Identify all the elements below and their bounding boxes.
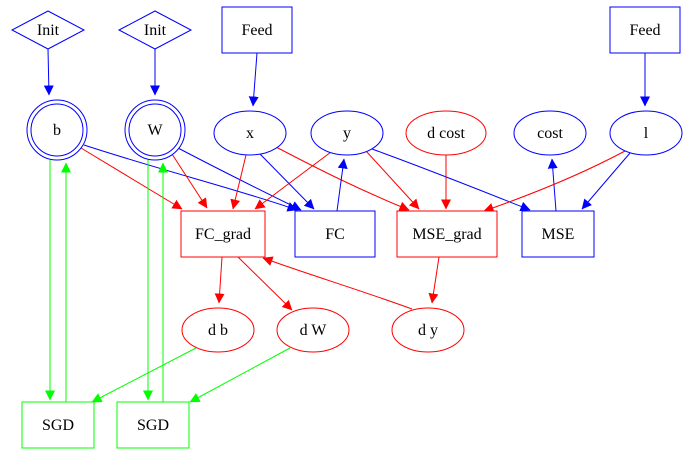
node-sgd_w[interactable]: SGD (116, 401, 190, 449)
node-dW[interactable]: d W (276, 307, 350, 353)
node-mse_grad[interactable]: MSE_grad (396, 210, 498, 258)
node-b-inner-circle (30, 103, 84, 157)
node-feed_l[interactable]: Feed (609, 6, 681, 54)
node-feed_l-box (609, 6, 681, 54)
edge-dy-to-fc_grad (262, 256, 413, 310)
node-fc[interactable]: FC (294, 210, 376, 258)
node-y[interactable]: y (310, 110, 384, 156)
edge-b-to-fc_grad (80, 147, 183, 210)
node-feed_x-box (221, 6, 293, 54)
node-x-ellipse (213, 110, 287, 156)
node-W-inner-circle (128, 103, 182, 157)
node-l-label: l (644, 125, 649, 142)
node-W-label: W (147, 122, 163, 139)
edge-fc-to-y (336, 158, 348, 212)
edge-y-to-mse (371, 148, 531, 212)
node-l-ellipse (609, 110, 683, 156)
node-fc_grad[interactable]: FC_grad (180, 210, 266, 258)
node-cost[interactable]: cost (513, 110, 587, 156)
edge-x-to-fc (259, 153, 315, 210)
node-db-label: d b (208, 322, 228, 339)
node-fc-box (294, 210, 376, 258)
node-b[interactable]: b (26, 99, 88, 161)
edge-x-to-mse_grad (275, 146, 410, 212)
node-cost-ellipse (513, 110, 587, 156)
node-feed_l-label: Feed (629, 22, 660, 39)
edge-l-to-mse (581, 152, 631, 210)
node-init_w[interactable]: Init (117, 10, 193, 50)
node-dW-label: d W (300, 322, 328, 339)
edge-dW-to-sgd_w (189, 347, 291, 403)
edge-mse-to-cost (547, 158, 558, 212)
edge-l-to-mse_grad (483, 150, 626, 213)
node-W[interactable]: W (124, 99, 186, 161)
node-dy[interactable]: d y (391, 307, 465, 353)
node-init_w-diamond (117, 10, 193, 50)
node-sgd_w-box (116, 401, 190, 449)
node-mse-label: MSE (542, 226, 575, 243)
edge-W-to-fc_grad (171, 153, 208, 209)
edge-x-to-fc_grad (230, 154, 247, 210)
node-fc_grad-label: FC_grad (195, 226, 251, 243)
node-sgd_w-label: SGD (137, 417, 169, 434)
edge-fc_grad-to-db (214, 256, 225, 304)
node-dcost-ellipse (405, 110, 487, 156)
node-sgd_b-box (21, 401, 95, 449)
edge-db-to-sgd_b (91, 347, 197, 403)
edge-feed_x-to-x (248, 52, 259, 107)
node-dy-label: d y (418, 322, 438, 339)
node-db-ellipse (181, 307, 255, 353)
node-sgd_b[interactable]: SGD (21, 401, 95, 449)
node-cost-label: cost (537, 125, 563, 142)
node-sgd_b-label: SGD (42, 417, 74, 434)
node-init_b-diamond (10, 10, 86, 50)
node-db[interactable]: d b (181, 307, 255, 353)
node-mse-box (521, 210, 595, 258)
node-init_w-label: Init (144, 22, 167, 39)
node-feed_x[interactable]: Feed (221, 6, 293, 54)
node-fc_grad-box (180, 210, 266, 258)
node-mse_grad-label: MSE_grad (412, 226, 481, 243)
edge-fc_grad-to-dW (237, 256, 293, 311)
node-l[interactable]: l (609, 110, 683, 156)
edges-layer (43, 48, 650, 403)
node-y-label: y (343, 125, 351, 142)
edge-y-to-mse_grad (365, 150, 420, 210)
node-dcost[interactable]: d cost (405, 110, 487, 156)
node-b-label: b (53, 122, 61, 139)
node-dW-ellipse (276, 307, 350, 353)
node-fc-label: FC (325, 226, 345, 243)
node-init_b-label: Init (37, 22, 60, 39)
node-dcost-label: d cost (427, 125, 465, 142)
edge-init_b-to-b (43, 48, 54, 96)
edge-b-to-fc (83, 144, 298, 212)
edge-mse_grad-to-dy (428, 256, 440, 304)
node-x-label: x (246, 125, 254, 142)
node-feed_x-label: Feed (241, 22, 272, 39)
node-x[interactable]: x (213, 110, 287, 156)
node-mse[interactable]: MSE (521, 210, 595, 258)
node-init_b[interactable]: Init (10, 10, 86, 50)
node-mse_grad-box (396, 210, 498, 258)
node-dy-ellipse (391, 307, 465, 353)
edge-y-to-fc_grad (254, 151, 332, 210)
node-y-ellipse (310, 110, 384, 156)
